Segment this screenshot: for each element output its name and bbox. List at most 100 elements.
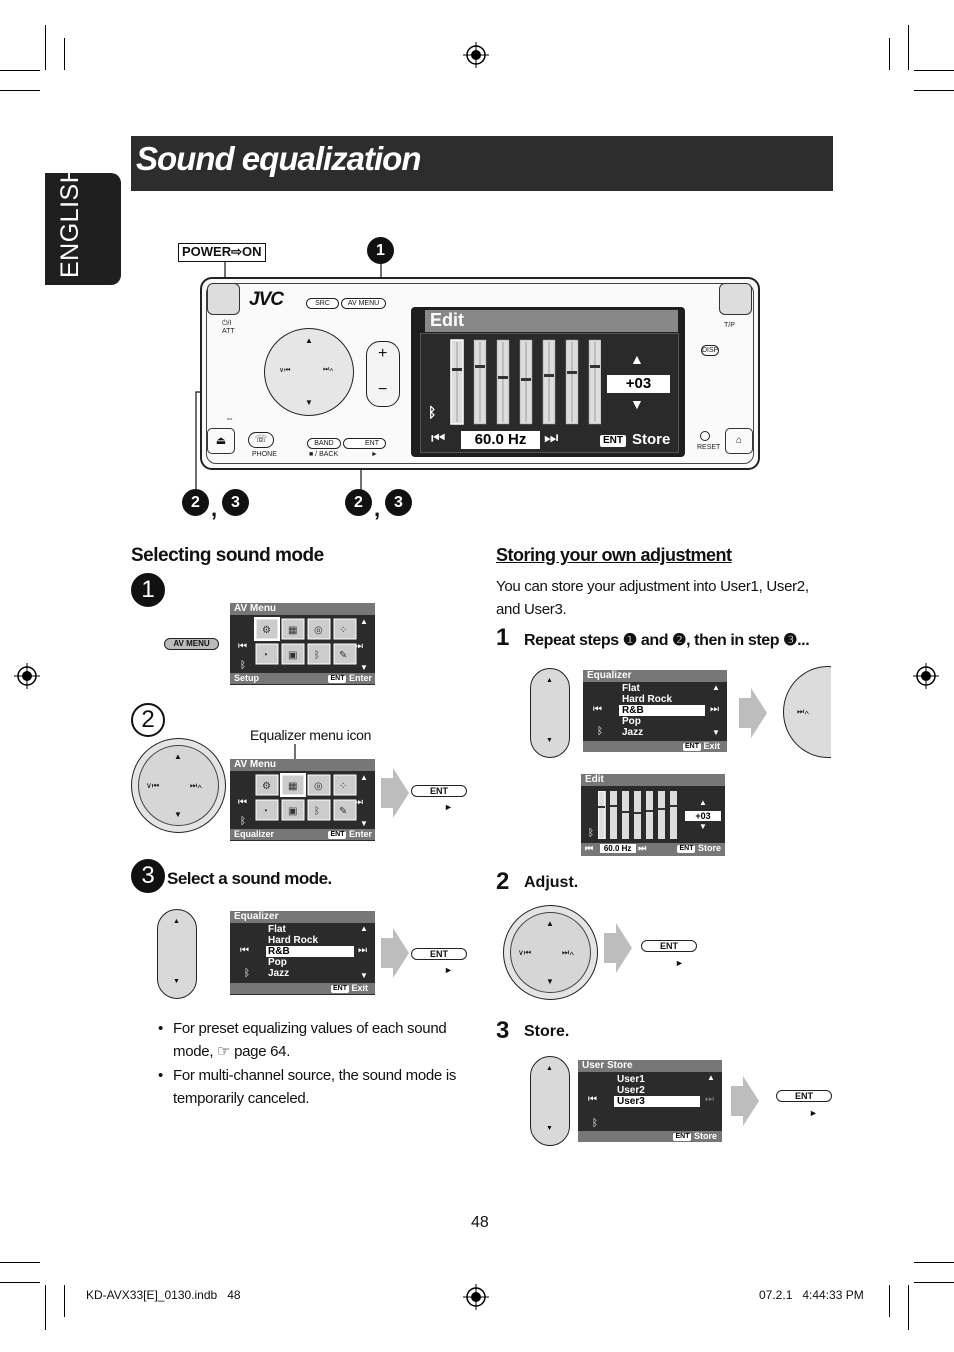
page-title: Sound equalization [136, 140, 421, 177]
phone-button[interactable]: ☏ [248, 432, 274, 448]
crop-mark [914, 1262, 954, 1263]
user-item-3[interactable]: User3 [614, 1096, 700, 1107]
user-item-1[interactable]: User1 [617, 1074, 645, 1085]
av-menu-footer: Setup ENT Enter [230, 673, 375, 684]
dial-up-icon: ▲ [546, 1065, 553, 1072]
svg-text:▲: ▲ [360, 773, 368, 782]
user-store-screen: User Store User1 User2 User3 ⏮ ⏭ ▲ ᛒ [578, 1060, 722, 1142]
eq-item-flat[interactable]: Flat [622, 683, 640, 694]
page-number: 48 [471, 1214, 489, 1231]
svg-text:⏮: ⏮ [238, 641, 247, 652]
ent-tag: ENT [330, 984, 349, 993]
arrow-right-icon [731, 1076, 759, 1126]
ent-button[interactable]: ENT [411, 948, 467, 960]
dial-prev-icon: ∨⏮ [146, 781, 160, 790]
footer-file-info: KD-AVX33[E]_0130.indb 48 [86, 1288, 241, 1302]
band-button[interactable]: BAND [307, 438, 341, 449]
eq-item-flat[interactable]: Flat [268, 924, 286, 935]
eq-item-pop[interactable]: Pop [622, 716, 641, 727]
av-menu-icon-grid: ⏮⏭ ▲▼ ᛒ ⚙▦◎⁘ ◔▣ᛒ✎ [238, 773, 368, 828]
reset-button[interactable] [700, 431, 710, 441]
arrow-right-icon [381, 768, 409, 818]
up-icon: ▲ [712, 683, 720, 692]
display-header-bar [425, 310, 678, 332]
dial-up-icon: ▲ [305, 336, 313, 345]
edit-footer: ⏮ 60.0 Hz ⏭ ENT Store [581, 843, 725, 856]
section-heading-storing: Storing your own adjustment [496, 545, 732, 565]
bluetooth-icon: ᛒ [592, 1118, 598, 1129]
eq-item-rnb[interactable]: R&B [266, 946, 354, 957]
eq-item-pop[interactable]: Pop [268, 957, 287, 968]
step-2-badge: 2 [131, 703, 165, 737]
ent-button[interactable]: ENT [343, 438, 386, 449]
svg-text:ᛒ: ᛒ [314, 806, 320, 817]
src-button[interactable]: SRC [306, 298, 339, 309]
footer-setup-label: Setup [234, 673, 260, 683]
svg-text:▲: ▲ [360, 617, 368, 626]
home-button[interactable]: ⌂ [725, 428, 753, 454]
callout-step-1: 1 [367, 237, 394, 264]
dial-next-icon: ⏭∧ [562, 948, 575, 957]
eq-item-hard-rock[interactable]: Hard Rock [622, 694, 673, 705]
dial-down-icon: ▼ [546, 1125, 553, 1132]
panel-inner-frame [206, 283, 754, 464]
reset-label: RESET [697, 444, 721, 451]
av-menu-title: AV Menu [230, 759, 375, 771]
control-dial[interactable] [264, 328, 354, 416]
bluetooth-icon: ᛒ [597, 726, 603, 737]
step-2-label: Adjust. [524, 874, 579, 891]
next-icon: ⏭ [358, 945, 367, 956]
level-down-icon: ▼ [699, 822, 707, 831]
right-detach-button[interactable] [719, 283, 752, 315]
prev-icon: ⏮ [588, 1094, 597, 1105]
eq-item-jazz[interactable]: Jazz [268, 968, 290, 979]
eq-item-jazz[interactable]: Jazz [622, 727, 644, 738]
control-dial-side[interactable] [530, 668, 570, 758]
svg-text:◎: ◎ [314, 781, 323, 792]
svg-text:▼: ▼ [360, 819, 368, 828]
user-item-2[interactable]: User2 [617, 1085, 645, 1096]
av-menu-button[interactable]: AV MENU [341, 298, 386, 309]
volume-minus[interactable]: − [378, 381, 388, 398]
control-dial-inner [510, 912, 591, 993]
registration-mark-icon [913, 663, 939, 689]
ent-button[interactable]: ENT [641, 940, 697, 952]
display-store-label: Store [632, 431, 671, 448]
footer-enter-label: Enter [348, 673, 372, 683]
level-up-icon: ▲ [630, 351, 644, 367]
crop-mark [908, 1285, 909, 1330]
language-tab [45, 173, 121, 285]
ent-tag: ENT [682, 742, 701, 751]
dial-down-icon: ▼ [305, 398, 313, 407]
av-menu-button[interactable]: AV MENU [164, 638, 219, 650]
brand-logo: JVC [249, 289, 284, 310]
dial-up-icon: ▲ [546, 919, 554, 928]
footer-exit-label: Exit [703, 741, 720, 751]
footer-store-label: Store [697, 843, 721, 853]
eject-button[interactable]: ⏏ [207, 428, 235, 454]
eq-item-hard-rock[interactable]: Hard Rock [268, 935, 319, 946]
frequency-value: 60.0 Hz [599, 844, 636, 853]
control-dial-side[interactable] [530, 1056, 570, 1146]
callout-comma: , [211, 496, 218, 521]
detach-button[interactable] [207, 283, 240, 315]
title-band [131, 136, 833, 191]
bluetooth-icon: ᛒ [244, 968, 250, 979]
loudspeaker-icon: ⇔ [225, 413, 234, 423]
control-dial-side[interactable] [157, 909, 197, 999]
dial-down-icon: ▼ [174, 810, 182, 819]
disp-button[interactable]: DISP [701, 345, 719, 356]
svg-text:✎: ✎ [339, 806, 347, 817]
step-number: 2 [496, 868, 510, 895]
ent-button[interactable]: ENT [411, 785, 467, 797]
play-icon: ► [444, 802, 453, 812]
svg-text:◔: ◔ [262, 806, 268, 817]
eq-item-rnb[interactable]: R&B [619, 705, 705, 716]
volume-plus[interactable]: + [378, 345, 388, 362]
ent-tag: ENT [328, 674, 347, 683]
ent-button[interactable]: ENT [776, 1090, 832, 1102]
crop-mark [914, 1282, 954, 1283]
dial-up-icon: ▲ [546, 677, 553, 684]
volume-rocker[interactable] [366, 341, 400, 407]
arrow-right-icon [381, 928, 409, 978]
